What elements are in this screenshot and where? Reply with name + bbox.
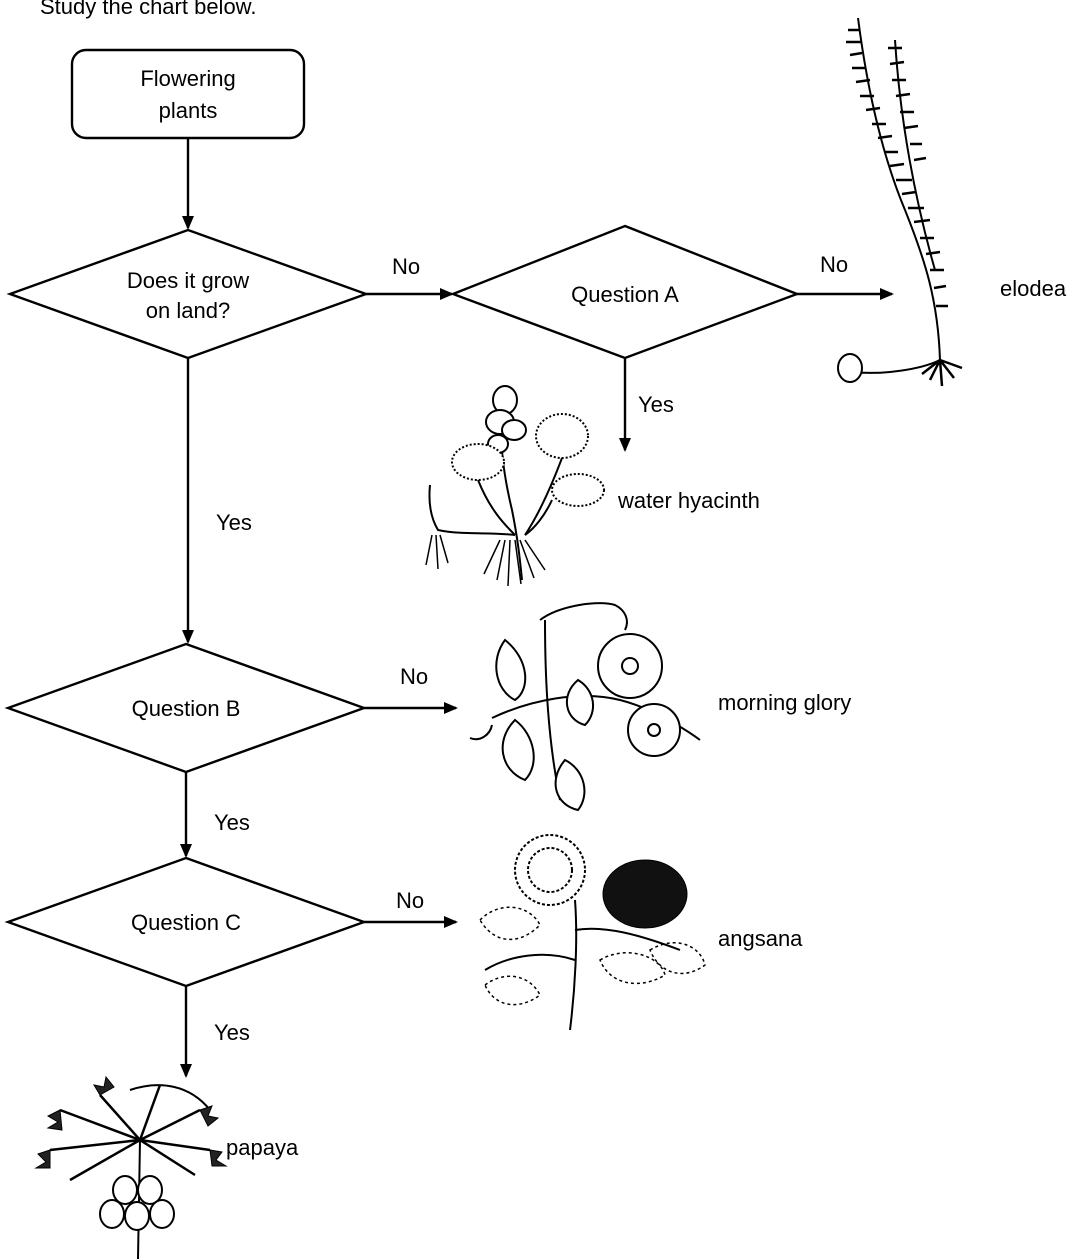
edge-c-yes-label: Yes: [214, 1020, 250, 1045]
edge-b-no-label: No: [400, 664, 428, 689]
edge-land-yes-label: Yes: [216, 510, 252, 535]
decision-question-b: Question B: [4, 642, 368, 774]
plant-label-papaya: papaya: [226, 1135, 299, 1160]
edge-c-no-label: No: [396, 888, 424, 913]
elodea-plant-icon: [837, 17, 963, 387]
decision-question-c: Question C: [4, 856, 368, 988]
plant-label-water-hyacinth: water hyacinth: [617, 488, 760, 513]
decision-question-c-label: Question C: [131, 910, 241, 935]
start-node: Flowering plants: [70, 48, 306, 140]
decision-land-line1: Does it grow: [127, 268, 249, 293]
morning-glory-plant-icon: [469, 602, 701, 812]
edge-a-yes-label: Yes: [638, 392, 674, 417]
papaya-plant-icon: [34, 1075, 228, 1259]
edge-b-yes-label: Yes: [214, 810, 250, 835]
decision-land-line2: on land?: [146, 298, 230, 323]
start-node-label-line1: Flowering: [140, 66, 235, 91]
instruction-text: Study the chart below.: [40, 0, 256, 19]
edge-a-no-label: No: [820, 252, 848, 277]
angsana-plant-icon: [479, 834, 706, 1031]
decision-question-b-label: Question B: [132, 696, 241, 721]
decision-question-a: Question A: [449, 224, 801, 360]
plant-label-angsana: angsana: [718, 926, 803, 951]
edge-land-no-label: No: [392, 254, 420, 279]
decision-question-a-label: Question A: [571, 282, 679, 307]
plant-label-morning-glory: morning glory: [718, 690, 851, 715]
plant-label-elodea: elodea: [1000, 276, 1067, 301]
start-node-label-line2: plants: [159, 98, 218, 123]
water-hyacinth-plant-icon: [425, 385, 605, 587]
decision-grows-on-land: Does it grow on land?: [6, 228, 370, 360]
